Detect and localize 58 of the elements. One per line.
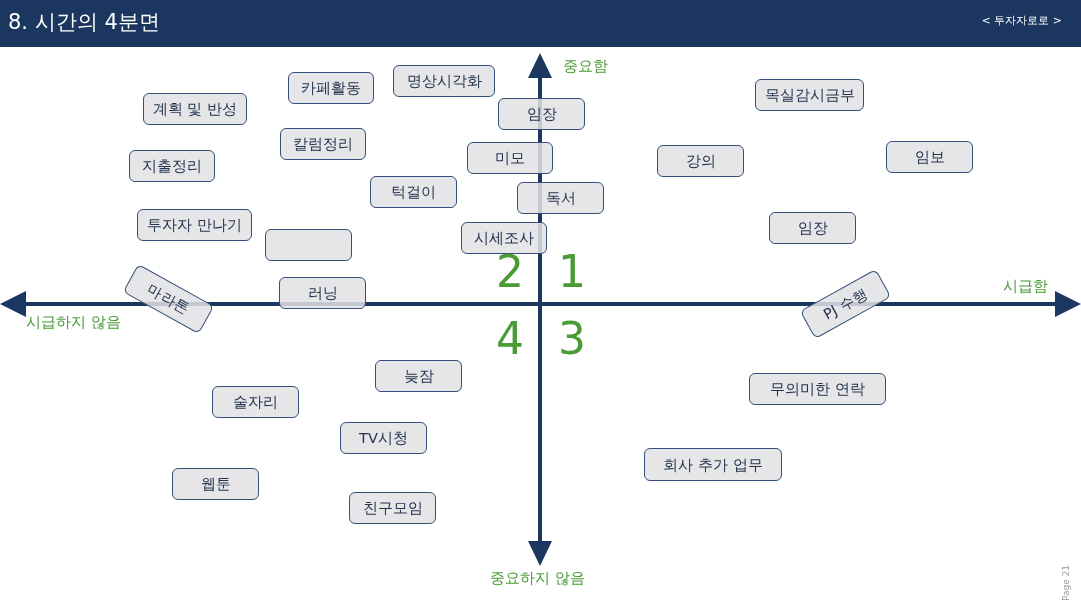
task-box: [769, 212, 856, 244]
page-title: 8. 시간의 4분면: [8, 9, 160, 36]
task-box: [461, 222, 547, 254]
page-number: Page 21: [1060, 564, 1072, 602]
task-box: [129, 150, 215, 182]
task-box: [657, 145, 744, 177]
quadrant-number: 3: [558, 312, 586, 365]
task-box: [172, 468, 259, 500]
task-label: 계획 및 반성: [152, 100, 238, 118]
task-box: [755, 79, 864, 111]
task-label: 친구모임: [362, 499, 423, 517]
task-label: 임보: [914, 148, 945, 166]
task-label: 강의: [685, 152, 716, 170]
task-label: 무의미한 연락: [770, 380, 865, 398]
task-label: 목실감시금부: [764, 86, 855, 104]
task-label: 명상시각화: [406, 72, 482, 90]
task-box: [370, 176, 457, 208]
task-label: 턱걸이: [391, 183, 436, 201]
task-label: 웹툰: [200, 475, 231, 493]
task-box: [393, 65, 495, 97]
quadrant-number: 4: [496, 312, 524, 365]
task-box: [886, 141, 973, 173]
quadrant-number: 1: [558, 245, 586, 298]
task-label: 투자자 만나기: [147, 216, 242, 234]
axis-label: 중요함: [563, 57, 608, 75]
task-label: 술자리: [233, 393, 278, 411]
task-box: [749, 373, 886, 405]
task-box: [137, 209, 252, 241]
task-box: [375, 360, 462, 392]
task-box: [279, 277, 366, 309]
task-box: [212, 386, 299, 418]
task-box: [467, 142, 553, 174]
quadrant-number: 2: [496, 246, 524, 298]
task-label: 시세조사: [474, 229, 534, 247]
task-label: 회사 추가 업무: [663, 455, 763, 474]
task-label: 임장: [526, 105, 557, 123]
nav-label: < 투자자로로 >: [981, 14, 1062, 27]
task-box: [644, 448, 782, 481]
task-label: PJ 수행: [820, 284, 871, 324]
empty-box: [265, 229, 352, 261]
task-label: TV시청: [359, 429, 408, 447]
axis-label: 시급함: [1003, 277, 1048, 295]
task-label: 미모: [495, 149, 525, 167]
task-label: 지출정리: [142, 157, 202, 175]
task-box: [288, 72, 374, 104]
axis-label: 중요하지 않음: [490, 569, 585, 587]
task-label: 칼럼정리: [293, 135, 353, 153]
task-label: 늦잠: [403, 367, 434, 385]
task-label: 카페활동: [301, 79, 361, 97]
task-box: [517, 182, 604, 214]
task-label: 임장: [797, 219, 828, 237]
task-box: [143, 93, 247, 125]
task-label: 독서: [545, 189, 576, 207]
task-box: [498, 98, 585, 130]
task-box: [280, 128, 366, 160]
task-box: [340, 422, 427, 454]
task-label: 러닝: [307, 284, 338, 302]
task-box: [349, 492, 436, 524]
